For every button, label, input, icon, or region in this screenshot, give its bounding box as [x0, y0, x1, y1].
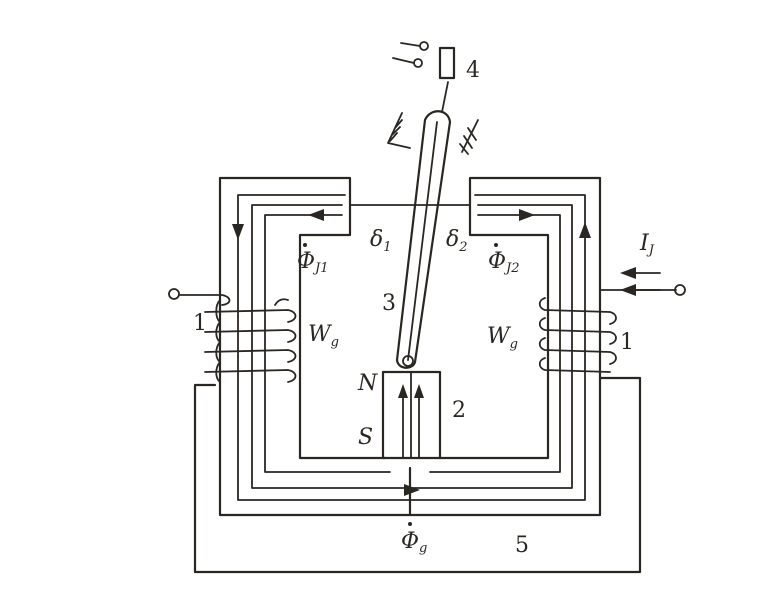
label-coil-right: 1 [620, 330, 634, 355]
contact-block [438, 46, 456, 80]
label-bypass-core: 5 [515, 533, 529, 558]
flux-arrow-left-down [232, 224, 244, 240]
flux-arrow-right-up [579, 222, 591, 238]
label-flux-bottom: Φg [401, 522, 427, 556]
label-winding-left: Wg [308, 322, 339, 350]
label-magnet: 2 [452, 398, 466, 423]
label-south-pole: S [358, 425, 373, 450]
svg-text:ΦJ1: ΦJ1 [297, 249, 329, 276]
right-flux-path-outer [409, 194, 586, 501]
label-coil-left: 1 [193, 311, 207, 336]
bypass-yoke [193, 376, 642, 574]
armature-pivot [402, 355, 414, 367]
stop-right [459, 119, 479, 155]
label-gap-right: δ2 [446, 227, 468, 255]
magnet-arrow-left [398, 384, 408, 398]
flux-arrow-top-right [519, 209, 535, 221]
contact-terminal-lower [413, 58, 423, 68]
left-flux-path-outer [237, 194, 411, 501]
magnet-arrow-right [414, 384, 424, 398]
left-flux-path-inner [264, 214, 391, 473]
label-current: IJ [639, 231, 655, 258]
right-core-outer [408, 176, 602, 517]
right-flux-path-mid [409, 204, 573, 489]
right-core-inner [438, 216, 550, 460]
svg-text:Φg: Φg [401, 529, 427, 556]
flux-arrow-bottom [404, 484, 420, 496]
left-core-inner [298, 216, 387, 460]
left-core-outer [218, 176, 412, 517]
armature-axis [407, 121, 438, 361]
label-winding-right: Wg [487, 324, 518, 352]
svg-text:ΦJ2: ΦJ2 [488, 249, 520, 276]
armature[interactable] [395, 81, 452, 369]
label-north-pole: N [357, 371, 378, 396]
contact-terminal-upper [419, 41, 429, 51]
left-coil [168, 288, 297, 383]
armature-rod [441, 81, 449, 113]
label-gap-left: δ1 [370, 227, 392, 255]
current-arrow-upper-head [620, 267, 636, 279]
label-contact: 4 [466, 58, 480, 83]
contact-lead-lower [392, 57, 415, 64]
flux-arrow-top-left [308, 209, 324, 221]
stop-left [387, 112, 411, 149]
label-armature: 3 [382, 291, 396, 316]
current-arrow-lower-head [620, 284, 636, 296]
left-flux-path-mid [251, 204, 411, 489]
label-flux-left: ΦJ1 [297, 243, 329, 276]
right-coil [538, 284, 686, 373]
label-flux-right: ΦJ2 [488, 243, 520, 276]
armature-body [395, 110, 452, 369]
contact-lead-upper [400, 42, 421, 47]
